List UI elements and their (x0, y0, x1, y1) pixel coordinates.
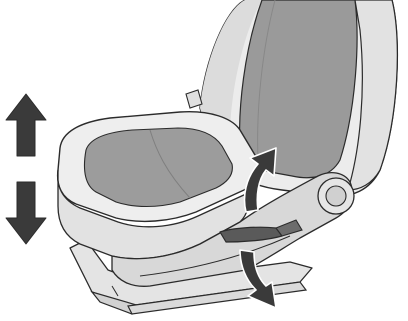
arrow-up-icon (6, 94, 46, 156)
arrow-down-icon (6, 182, 46, 244)
